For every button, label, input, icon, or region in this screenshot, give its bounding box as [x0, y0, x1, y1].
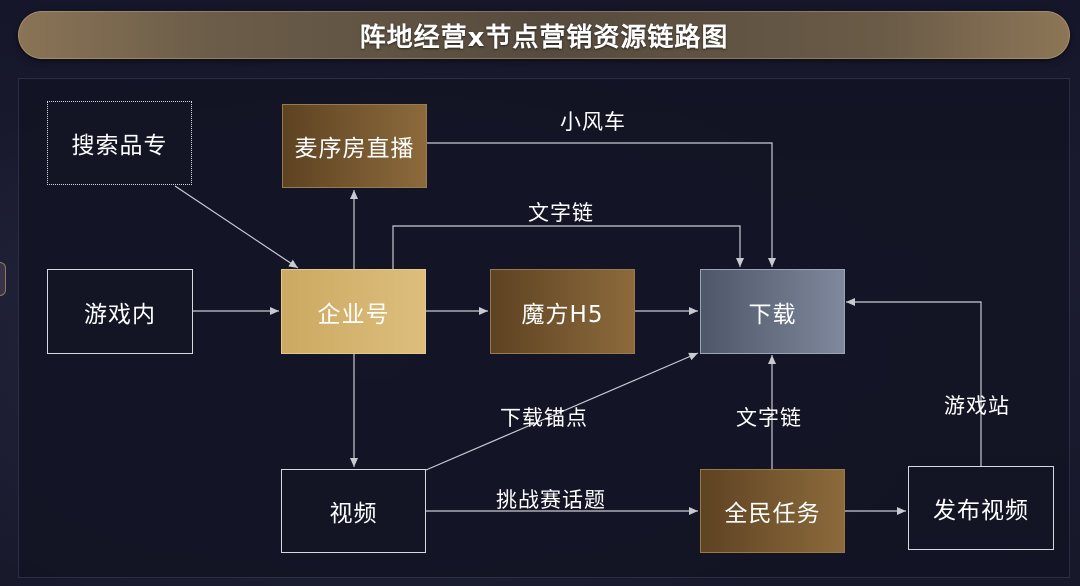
node-enterprise-label: 企业号	[317, 301, 390, 328]
node-in-game-label: 游戏内	[84, 301, 156, 328]
label-windmill: 小风车	[560, 110, 626, 134]
node-all-tasks: 全民任务	[700, 469, 845, 553]
node-publish-video: 发布视频	[908, 466, 1054, 550]
node-video: 视频	[281, 469, 426, 553]
label-text-link-top: 文字链	[528, 201, 594, 225]
title-bar: 阵地经营x节点营销资源链路图	[18, 11, 1070, 59]
diagram-title: 阵地经营x节点营销资源链路图	[359, 22, 729, 53]
node-mofang-h5: 魔方H5	[490, 269, 635, 354]
node-in-game: 游戏内	[47, 269, 193, 354]
node-publish-video-label: 发布视频	[933, 498, 1029, 524]
node-download: 下载	[700, 269, 845, 354]
label-download-anchor: 下载锚点	[500, 406, 588, 430]
node-search-brand: 搜索品专	[47, 101, 192, 185]
node-video-label: 视频	[329, 501, 378, 527]
node-enterprise: 企业号	[281, 269, 426, 354]
node-live-room: 麦序房直播	[282, 104, 427, 188]
node-live-room-label: 麦序房直播	[294, 136, 415, 162]
label-challenge-topic: 挑战赛话题	[496, 488, 606, 512]
edge-knob	[0, 262, 6, 296]
node-mofang-h5-label: 魔方H5	[521, 301, 604, 328]
label-game-station: 游戏站	[944, 394, 1010, 418]
label-text-link-bottom: 文字链	[736, 406, 802, 430]
node-search-brand-label: 搜索品专	[71, 133, 168, 159]
node-download-label: 下载	[748, 301, 797, 328]
node-all-tasks-label: 全民任务	[724, 501, 821, 527]
